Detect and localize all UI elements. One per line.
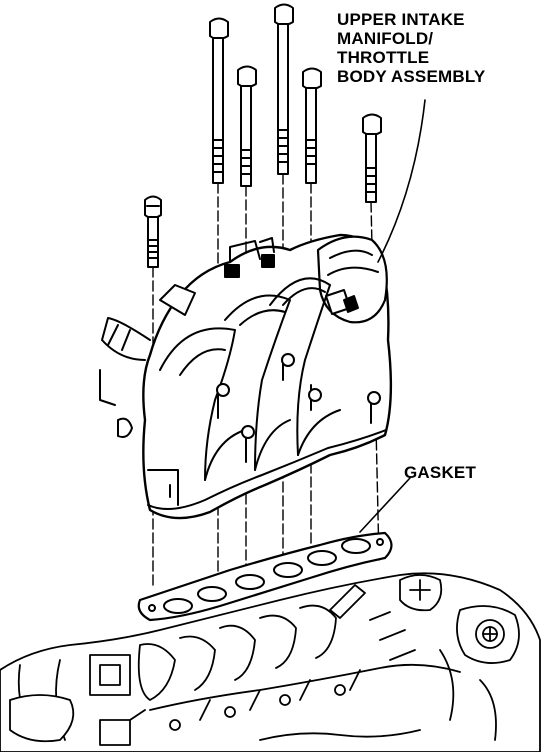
leader-line-gasket [359, 477, 411, 533]
bolt-3 [237, 65, 257, 573]
label-line-1: UPPER INTAKE [337, 10, 465, 29]
label-line-3: THROTTLE [337, 48, 430, 67]
label-line-2: MANIFOLD/ [337, 29, 434, 48]
leader-line-upper [377, 99, 426, 263]
intake-gasket [137, 531, 393, 622]
upper-intake-manifold-label: UPPER INTAKE MANIFOLD/ THROTTLE BODY ASS… [337, 10, 485, 86]
gasket-label: GASKET [404, 463, 477, 482]
upper-intake-manifold [99, 233, 393, 520]
lower-intake-manifold [0, 572, 541, 752]
label-line-4: BODY ASSEMBLY [337, 67, 486, 86]
